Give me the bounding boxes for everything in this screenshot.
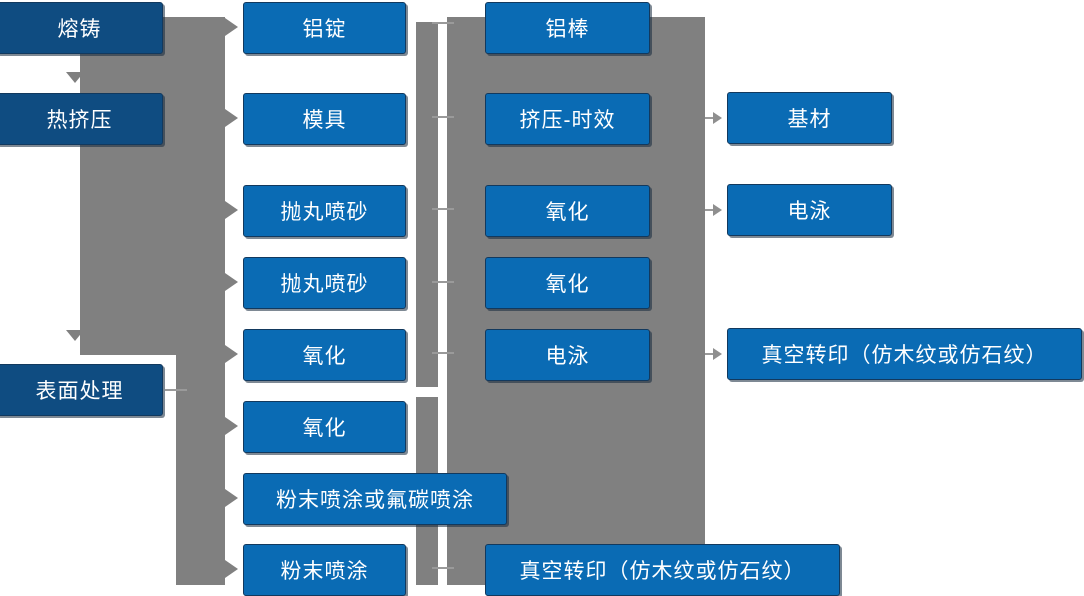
mid-rung-5 <box>432 352 454 354</box>
trunk-arrow-2 <box>225 109 238 127</box>
process-label: 氧化 <box>302 345 347 368</box>
mid-vertical-bar-upper <box>416 22 438 387</box>
process-box-aluminum-bar[interactable]: 铝棒 <box>485 2 650 54</box>
process-label: 抛丸喷砂 <box>280 273 369 296</box>
trunk-arrow-3 <box>225 201 238 219</box>
result-box-base-material[interactable]: 基材 <box>727 92 892 144</box>
result-box-electrophoresis[interactable]: 电泳 <box>727 184 892 236</box>
process-label: 铝棒 <box>545 18 590 41</box>
result-label: 电泳 <box>787 200 832 223</box>
stage-label: 表面处理 <box>35 380 124 403</box>
left-trunk-narrow <box>176 355 225 585</box>
arrow-line-to-jicai <box>705 117 717 119</box>
process-label: 挤压-时效 <box>519 109 616 132</box>
process-box-oxidation-c2-2[interactable]: 氧化 <box>243 401 406 453</box>
process-label: 粉末喷涂或氟碳喷涂 <box>276 489 474 512</box>
process-box-oxidation-c3-1[interactable]: 氧化 <box>485 185 650 237</box>
left-trunk-wide <box>80 17 225 355</box>
process-box-aluminum-ingot[interactable]: 铝锭 <box>243 2 406 54</box>
trunk-to-stage2-arrow <box>66 72 84 83</box>
stage-box-hot-extrusion[interactable]: 热挤压 <box>0 93 163 145</box>
stage-label: 热挤压 <box>46 109 113 132</box>
process-box-oxidation-c3-2[interactable]: 氧化 <box>485 257 650 309</box>
process-box-mold[interactable]: 模具 <box>243 93 406 145</box>
process-label: 铝锭 <box>302 18 347 41</box>
stage3-to-trunk-line <box>165 389 187 391</box>
trunk-arrow-1 <box>225 18 238 36</box>
trunk-arrow-7 <box>225 489 238 507</box>
mid-rung-1 <box>432 22 454 24</box>
process-box-powder-coating[interactable]: 粉末喷涂 <box>243 544 406 596</box>
process-label: 氧化 <box>545 201 590 224</box>
arrow-line-to-zhenkong <box>705 353 717 355</box>
process-box-shot-blasting-2[interactable]: 抛丸喷砂 <box>243 257 406 309</box>
mid-rung-4 <box>432 281 454 283</box>
arrow-head-to-jicai <box>713 112 722 124</box>
result-label: 基材 <box>787 108 832 131</box>
trunk-to-stage3-arrow <box>66 330 84 341</box>
process-label: 氧化 <box>302 417 347 440</box>
arrow-head-to-dianyong <box>713 204 722 216</box>
process-label: 模具 <box>302 109 347 132</box>
process-label: 氧化 <box>545 273 590 296</box>
process-box-extrusion-aging[interactable]: 挤压-时效 <box>485 93 650 145</box>
result-label: 真空转印（仿木纹或仿石纹） <box>761 344 1048 367</box>
trunk-arrow-4 <box>225 273 238 291</box>
process-label: 真空转印（仿木纹或仿石纹） <box>519 560 806 583</box>
arrow-head-to-zhenkong <box>713 348 722 360</box>
result-box-vacuum-transfer[interactable]: 真空转印（仿木纹或仿石纹） <box>727 328 1082 380</box>
process-box-shot-blasting-1[interactable]: 抛丸喷砂 <box>243 185 406 237</box>
process-label: 粉末喷涂 <box>280 560 369 583</box>
process-box-oxidation-c2-1[interactable]: 氧化 <box>243 329 406 381</box>
mid-rung-3 <box>432 208 454 210</box>
mid-rung-2 <box>432 116 454 118</box>
stage-label: 熔铸 <box>57 18 102 41</box>
stage-box-melting-casting[interactable]: 熔铸 <box>0 2 163 54</box>
stage-box-surface-treatment[interactable]: 表面处理 <box>0 364 163 416</box>
process-label: 抛丸喷砂 <box>280 201 369 224</box>
process-box-powder-or-fluorocarbon-coating[interactable]: 粉末喷涂或氟碳喷涂 <box>243 473 507 525</box>
mid-rung-6 <box>432 567 454 569</box>
process-box-vacuum-transfer-c3[interactable]: 真空转印（仿木纹或仿石纹） <box>485 544 840 596</box>
process-box-electrophoresis-c3[interactable]: 电泳 <box>485 329 650 381</box>
trunk-arrow-6 <box>225 417 238 435</box>
process-label: 电泳 <box>545 345 590 368</box>
trunk-arrow-8 <box>225 560 238 578</box>
arrow-line-to-dianyong <box>705 209 717 211</box>
trunk-arrow-5 <box>225 345 238 363</box>
